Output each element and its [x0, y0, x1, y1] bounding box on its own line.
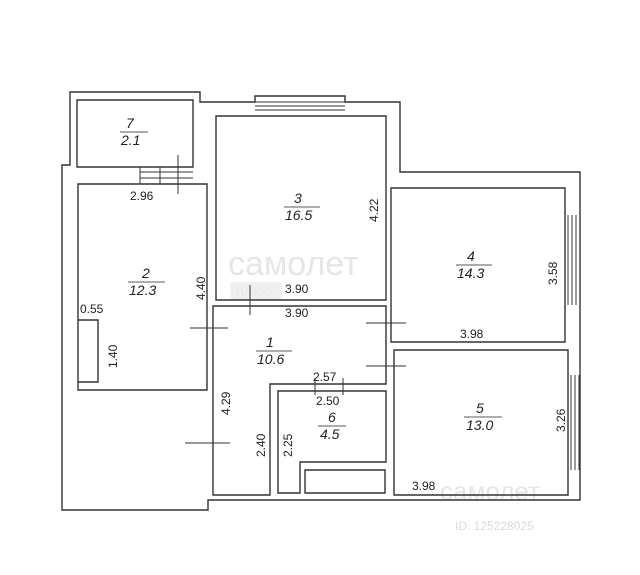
window-top	[255, 101, 345, 111]
dim-4-22: 4.22	[367, 198, 381, 222]
closet-2	[78, 319, 99, 383]
room-6-area: 4.5	[320, 426, 340, 442]
room-6-walls	[277, 390, 387, 494]
dim-3-26: 3.26	[554, 408, 568, 432]
room-4-area: 14.3	[457, 265, 484, 281]
room-3-area: 16.5	[285, 207, 312, 223]
room-3-walls	[215, 115, 387, 301]
dim-4-29: 4.29	[219, 391, 233, 415]
watermark-sub: плюс	[236, 283, 272, 300]
dim-2-40: 2.40	[254, 433, 268, 457]
dim-3-58: 3.58	[546, 261, 560, 285]
window-balcony	[139, 155, 193, 194]
window-room4	[567, 215, 577, 305]
room-labels: 7 2.1 2 12.3 3 16.5 4 14.3 1 10.6 6 4.5 …	[120, 115, 502, 442]
room-4-walls	[390, 187, 566, 343]
room-3-number: 3	[294, 190, 302, 206]
room-6-number: 6	[328, 409, 336, 425]
room-7-area: 2.1	[120, 132, 140, 148]
watermark-brand-corner: самолет	[440, 476, 540, 506]
walls	[61, 91, 581, 511]
dim-3-90-top: 3.90	[285, 282, 309, 296]
bath-fixture	[304, 469, 386, 494]
dim-3-98-bottom: 3.98	[412, 479, 436, 493]
inner-wall-outline	[76, 99, 194, 168]
room-2-walls	[77, 183, 208, 391]
dim-0-55: 0.55	[80, 302, 104, 316]
room-5-walls	[393, 349, 569, 496]
window-room5	[570, 375, 580, 470]
watermark-brand: самолет	[228, 245, 359, 283]
watermark-sub-badge	[230, 282, 282, 300]
watermark: самолет плюс самолет ID: 125228025	[228, 245, 540, 533]
dim-2-57: 2.57	[313, 370, 337, 384]
door-marks	[185, 285, 406, 444]
room-1-area: 10.6	[257, 351, 284, 367]
room-1-number: 1	[266, 334, 274, 350]
dim-3-90-bottom: 3.90	[285, 306, 309, 320]
watermark-listing-id: ID: 125228025	[455, 519, 534, 533]
dim-3-98-top: 3.98	[460, 327, 484, 341]
room-5-area: 13.0	[466, 417, 493, 433]
outer-wall-outline	[61, 91, 581, 511]
dimension-labels: 2.96 4.22 4.40 3.90 3.90 3.58 0.55 1.40 …	[80, 189, 568, 493]
room-1-walls	[212, 305, 387, 496]
dim-2-96: 2.96	[130, 189, 154, 203]
dim-4-40: 4.40	[194, 276, 208, 300]
room-5-number: 5	[476, 400, 484, 416]
dim-1-40: 1.40	[106, 344, 120, 368]
dim-2-50: 2.50	[316, 394, 340, 408]
room-2-area: 12.3	[129, 282, 156, 298]
room-4-number: 4	[467, 248, 475, 264]
windows	[139, 101, 580, 470]
room-2-number: 2	[141, 265, 150, 281]
room-7-number: 7	[126, 115, 135, 131]
dim-2-25: 2.25	[281, 433, 295, 457]
